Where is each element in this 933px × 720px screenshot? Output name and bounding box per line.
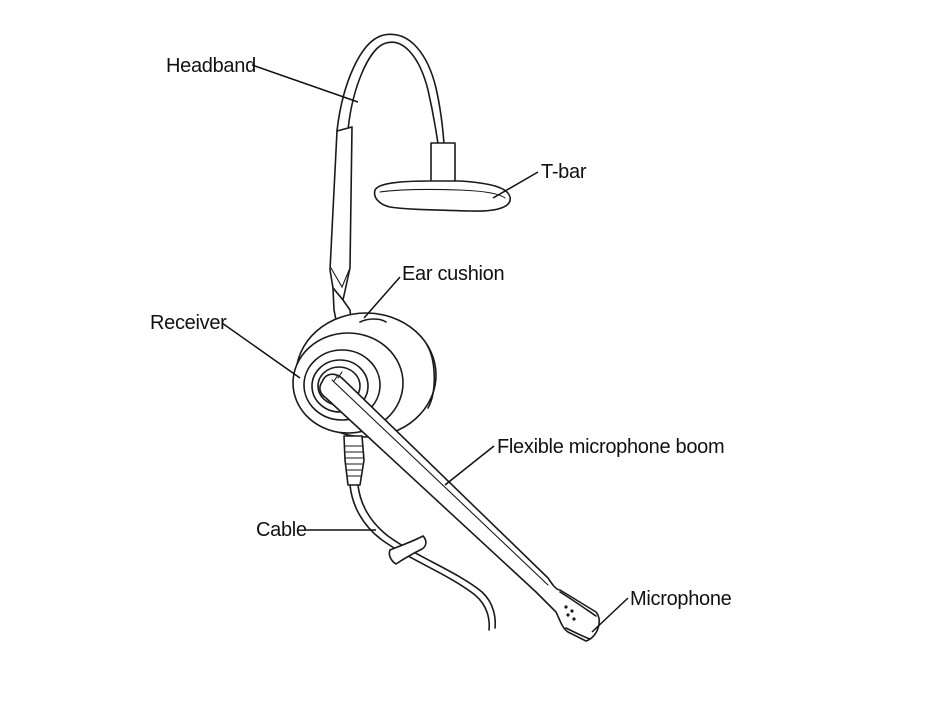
leader-tbar — [492, 171, 539, 199]
label-ear-cushion: Ear cushion — [402, 263, 504, 285]
leader-ear-cushion — [363, 276, 401, 319]
label-tbar: T-bar — [541, 161, 587, 183]
tbar-drawing — [373, 142, 511, 212]
leader-receiver — [221, 322, 301, 379]
label-headband: Headband — [166, 55, 256, 77]
leader-boom — [444, 445, 495, 486]
label-cable: Cable — [256, 519, 307, 541]
microphone-drawing — [564, 605, 576, 621]
label-microphone: Microphone — [630, 588, 732, 610]
label-boom: Flexible microphone boom — [497, 436, 724, 458]
cable-drawing — [343, 435, 497, 631]
boom-drawing — [319, 371, 600, 642]
leader-microphone — [591, 597, 629, 633]
label-receiver: Receiver — [150, 312, 227, 334]
leader-headband — [251, 64, 359, 103]
